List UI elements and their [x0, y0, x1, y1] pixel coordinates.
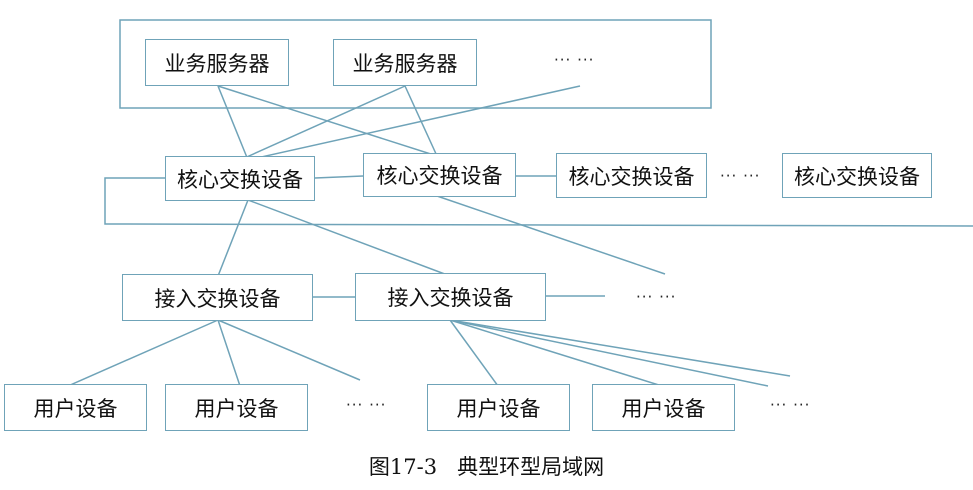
more-users-ellipsis-1: ··· ···: [346, 396, 387, 414]
link-access2-user4: [449, 319, 663, 387]
link-access2-more-a: [449, 319, 769, 387]
service-server-1: 业务服务器: [145, 39, 289, 86]
service-server-2: 业务服务器: [333, 39, 477, 86]
figure-caption: 图17-3 典型环型局域网: [368, 455, 605, 479]
more-core-ellipsis: ··· ···: [720, 167, 761, 185]
more-access-ellipsis: ··· ···: [636, 288, 677, 306]
link-access1-user1: [67, 319, 219, 387]
core-switch-3: 核心交换设备: [556, 153, 707, 198]
link-more-servers-core1: [247, 85, 581, 161]
user-device-1: 用户设备: [4, 384, 147, 431]
core-switch-2: 核心交换设备: [363, 153, 516, 197]
link-access2-more-b: [449, 319, 791, 377]
more-servers-ellipsis: ··· ···: [554, 51, 595, 69]
link-core1-core2: [314, 175, 364, 179]
more-users-ellipsis-2: ··· ···: [770, 396, 811, 414]
link-server1-core1: [217, 85, 249, 161]
access-switch-2: 接入交换设备: [355, 273, 546, 321]
user-device-4: 用户设备: [592, 384, 735, 431]
link-access1-user2: [217, 319, 241, 387]
user-device-3: 用户设备: [427, 384, 570, 431]
core-ring-line: [104, 177, 973, 227]
user-device-2: 用户设备: [165, 384, 308, 431]
link-core1-access1: [217, 199, 249, 277]
link-core2-more: [436, 195, 666, 275]
link-access2-user3: [449, 319, 499, 387]
link-server2-core1: [239, 85, 406, 161]
core-switch-4: 核心交换设备: [782, 153, 932, 198]
link-access1-more: [217, 319, 361, 381]
link-core1-access2: [247, 199, 451, 277]
core-switch-1: 核心交换设备: [165, 156, 315, 201]
access-switch-1: 接入交换设备: [122, 274, 313, 321]
